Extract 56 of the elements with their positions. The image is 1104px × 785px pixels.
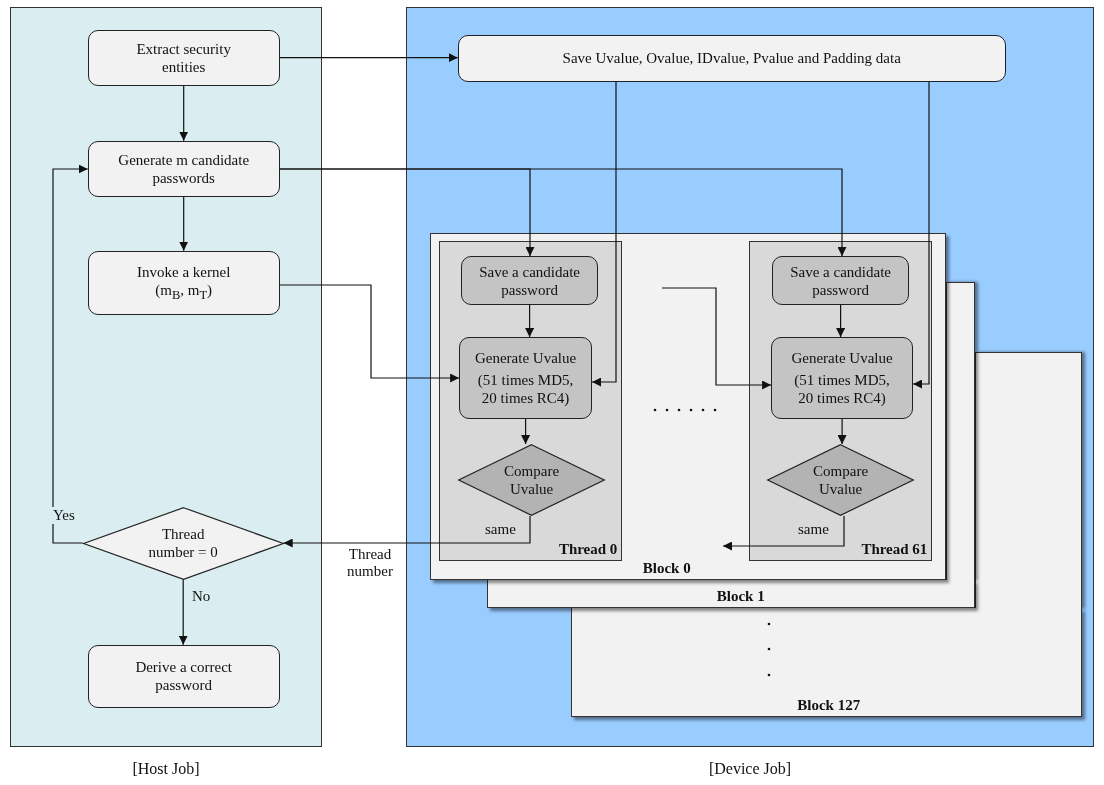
arrow [837, 418, 847, 445]
process-box [87, 250, 280, 315]
panel-title: [Device Job] [707, 760, 793, 778]
box-label: Thread number = 0 [147, 525, 219, 562]
arrow [591, 81, 617, 387]
box-label: Compare Uvalue [503, 462, 561, 499]
process-box [461, 256, 599, 306]
panel-label: Block 127 [797, 696, 861, 714]
arrow [279, 284, 460, 383]
thread-panel [749, 241, 933, 562]
process-box [771, 337, 914, 420]
decision-diamond [82, 506, 284, 580]
box-label: Invoke a kernel (m$_{B}$, m$_{T}$) [136, 262, 232, 303]
box-label: Generate Uvalue [791, 349, 893, 368]
box-detail: (51 times MD5, 20 times RC4) [476, 371, 575, 408]
arrow [912, 81, 930, 389]
box-label: Derive a correct password [134, 658, 233, 695]
box-label: Generate m candidate passwords [117, 150, 251, 187]
block-panel [429, 232, 946, 580]
arrow [836, 304, 846, 338]
panel-label: Block 0 [642, 559, 691, 577]
panel-label: Thread 61 [861, 541, 928, 559]
block-panel [486, 579, 975, 608]
process-box [87, 644, 280, 708]
decision-diamond [458, 444, 606, 517]
process-box [457, 34, 1006, 82]
block-panel [570, 607, 1082, 717]
arrow [52, 164, 89, 544]
box-label: Extract security entities [135, 39, 232, 76]
edge-label: Yes [52, 507, 76, 525]
process-box [772, 256, 910, 306]
arrow [179, 85, 189, 142]
box-label: Generate Uvalue [474, 349, 577, 368]
process-box [459, 337, 593, 420]
process-box [87, 140, 280, 197]
arrow [179, 196, 189, 252]
arrow [525, 304, 535, 338]
thread-panel [439, 241, 623, 562]
process-box [87, 29, 280, 86]
arrow [279, 53, 459, 63]
box-label: Compare Uvalue [812, 462, 870, 499]
box-label: Save a candidate password [789, 262, 892, 299]
edge-note: Thread number [346, 546, 394, 581]
panel-label: Thread 0 [558, 541, 618, 559]
decision-diamond [767, 444, 915, 517]
panel-title: [Host Job] [131, 760, 201, 778]
arrow [283, 515, 531, 548]
arrow [661, 287, 772, 390]
arrow [178, 579, 188, 646]
box-label: Save Uvalue, Ovalue, IDvalue, Pvalue and Padding data [562, 49, 901, 68]
arrow [722, 515, 845, 551]
arrow [521, 418, 531, 445]
arrow [279, 168, 847, 257]
panel-label: Block 1 [716, 587, 765, 605]
box-label: Save a candidate password [478, 262, 581, 299]
box-detail: (51 times MD5, 20 times RC4) [793, 371, 891, 408]
